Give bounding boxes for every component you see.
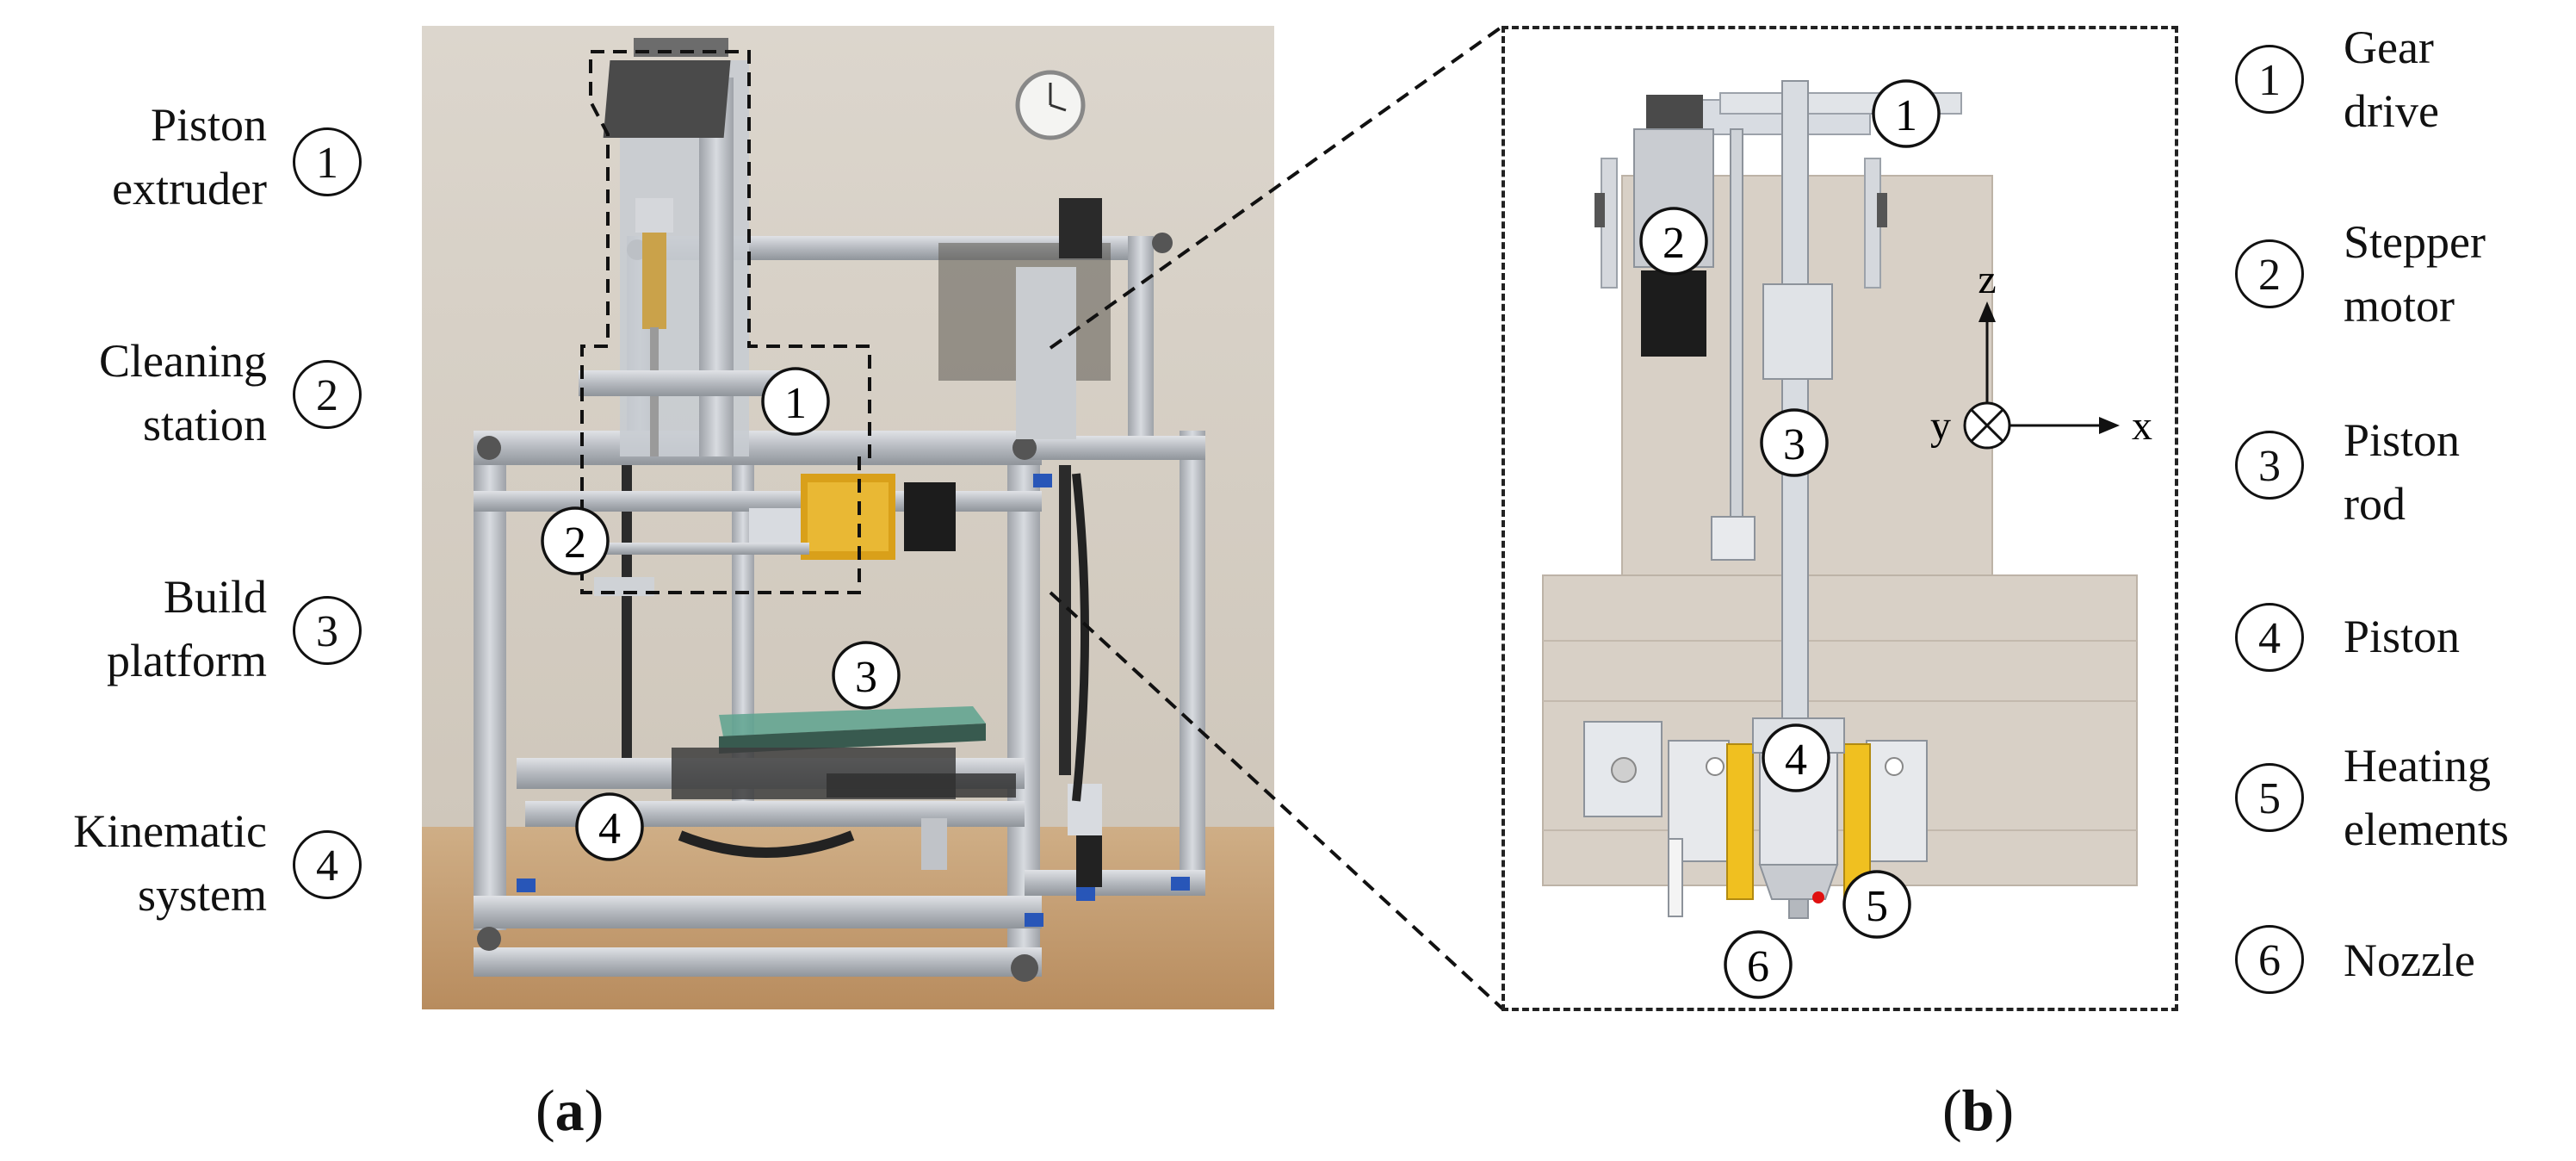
label-heating-elements: Heating elements bbox=[2344, 740, 2509, 855]
axis-z-label: z bbox=[1978, 257, 1996, 302]
cad-marker-3: 3 bbox=[1783, 420, 1805, 469]
wall-clock bbox=[1015, 70, 1086, 140]
label-piston-extruder: Piston extruder bbox=[112, 99, 267, 214]
kinematic-parts bbox=[678, 473, 1102, 887]
photo-marker-4: 4 bbox=[598, 804, 621, 854]
marker-1-right: 1 bbox=[2235, 45, 2304, 114]
photo-markers: 1 2 3 4 bbox=[541, 367, 901, 861]
printer-illustration: 1 2 3 4 bbox=[422, 26, 1274, 1009]
cad-detail-view: z y x 1 2 3 4 5 6 bbox=[1502, 26, 2178, 1011]
cad-marker-6: 6 bbox=[1747, 942, 1769, 991]
label-cleaning-station: Cleaning station bbox=[99, 335, 267, 450]
build-platform bbox=[672, 706, 1016, 799]
label-piston-rod: Piston rod bbox=[2344, 414, 2461, 530]
label-stepper-motor: Stepper motor bbox=[2344, 216, 2486, 332]
marker-2-left: 2 bbox=[293, 360, 362, 429]
marker-1-left: 1 bbox=[293, 127, 362, 196]
photo-marker-1: 1 bbox=[784, 379, 807, 428]
cylinder-assembly bbox=[1583, 717, 1928, 919]
main-frame bbox=[474, 233, 1205, 982]
cad-illustration: z y x 1 2 3 4 5 6 bbox=[1542, 79, 2152, 999]
extruder-tower bbox=[551, 38, 1102, 596]
photo-marker-2: 2 bbox=[564, 518, 586, 568]
marker-4-left: 4 bbox=[293, 830, 362, 899]
axis-x-label: x bbox=[2132, 403, 2152, 449]
cad-marker-1: 1 bbox=[1895, 91, 1917, 140]
caption-a: (a) bbox=[536, 1077, 604, 1143]
marker-3-right: 3 bbox=[2235, 431, 2304, 500]
label-nozzle: Nozzle bbox=[2344, 934, 2475, 986]
marker-5-right: 5 bbox=[2235, 763, 2304, 832]
label-piston: Piston bbox=[2344, 611, 2461, 662]
axes-indicator: z y x bbox=[1930, 257, 2152, 450]
marker-4-right: 4 bbox=[2235, 603, 2304, 672]
label-kinematic-system: Kinematic system bbox=[73, 805, 267, 921]
cad-marker-2: 2 bbox=[1663, 219, 1685, 268]
cad-markers: 1 2 3 4 5 6 bbox=[1639, 79, 1941, 999]
photo-marker-3: 3 bbox=[855, 653, 877, 702]
axis-y-label: y bbox=[1930, 403, 1951, 449]
cad-marker-4: 4 bbox=[1785, 736, 1807, 785]
cad-marker-5: 5 bbox=[1866, 882, 1888, 931]
marker-6-right: 6 bbox=[2235, 925, 2304, 994]
caption-b: (b) bbox=[1942, 1077, 2015, 1143]
extruder-highlight bbox=[580, 50, 871, 594]
label-build-platform: Build platform bbox=[107, 571, 267, 686]
printer-photo: 1 2 3 4 bbox=[422, 26, 1274, 1009]
marker-2-right: 2 bbox=[2235, 239, 2304, 308]
label-gear-drive: Gear drive bbox=[2344, 22, 2439, 137]
marker-3-left: 3 bbox=[293, 596, 362, 665]
